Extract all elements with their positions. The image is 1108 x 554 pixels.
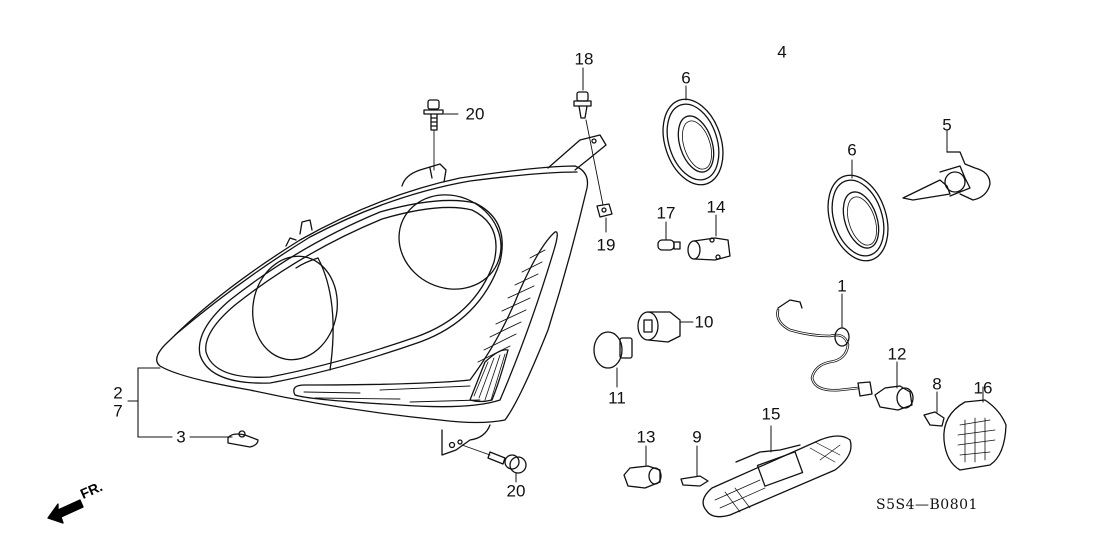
- callout-9[interactable]: 9: [692, 427, 702, 447]
- flange-bolt-20-bottom[interactable]: [461, 444, 527, 483]
- callout-20-bottom[interactable]: 20: [506, 481, 526, 501]
- callout-7[interactable]: 7: [113, 401, 123, 421]
- callout-10[interactable]: 10: [694, 312, 714, 332]
- callout-15[interactable]: 15: [761, 404, 781, 424]
- bulb-socket-14[interactable]: [687, 214, 731, 261]
- callout-6-left[interactable]: 6: [681, 68, 691, 88]
- bulb-socket-13[interactable]: [623, 445, 662, 489]
- callout-3[interactable]: 3: [176, 427, 186, 447]
- leader-lines-2-7-3: [127, 367, 233, 438]
- turn-signal-bulb-11[interactable]: [593, 331, 633, 388]
- bulb-seal-6-left[interactable]: [653, 85, 733, 192]
- callout-13[interactable]: 13: [636, 427, 656, 447]
- clip-nut-3[interactable]: [227, 430, 259, 448]
- wedge-bulb-17[interactable]: [657, 221, 681, 251]
- headlight-housing[interactable]: [156, 134, 607, 456]
- callout-14[interactable]: 14: [706, 197, 726, 217]
- callout-11[interactable]: 11: [608, 388, 626, 408]
- side-turn-light-16[interactable]: [943, 386, 1007, 471]
- wire-harness-1[interactable]: [776, 293, 873, 397]
- low-beam-bulb-5[interactable]: [902, 129, 991, 201]
- front-arrow-icon: [47, 499, 84, 524]
- callout-19[interactable]: 19: [596, 235, 616, 255]
- clip-nut-19[interactable]: [596, 203, 613, 233]
- callout-12[interactable]: 12: [887, 344, 907, 364]
- side-marker-light-15[interactable]: [702, 425, 852, 518]
- bulb-socket-10[interactable]: [637, 311, 694, 343]
- callout-20-top[interactable]: 20: [465, 104, 485, 124]
- diagram-code: S5S4—B0801: [876, 497, 978, 513]
- callout-18[interactable]: 18: [574, 49, 594, 69]
- callout-8[interactable]: 8: [932, 374, 942, 394]
- callout-17[interactable]: 17: [656, 203, 676, 223]
- callout-2[interactable]: 2: [113, 383, 123, 403]
- wedge-bulb-9[interactable]: [680, 445, 709, 487]
- callout-4[interactable]: 4: [777, 42, 787, 62]
- bulb-seal-6-right[interactable]: [818, 159, 898, 268]
- wedge-bulb-8[interactable]: [923, 391, 945, 427]
- callout-6-right[interactable]: 6: [847, 140, 857, 160]
- callout-1[interactable]: 1: [837, 276, 847, 296]
- callout-5[interactable]: 5: [942, 115, 952, 135]
- callout-16[interactable]: 16: [973, 378, 993, 398]
- bulb-socket-12[interactable]: [874, 361, 914, 411]
- bolt-18[interactable]: [573, 67, 604, 206]
- flange-bolt-20-top[interactable]: [423, 99, 459, 171]
